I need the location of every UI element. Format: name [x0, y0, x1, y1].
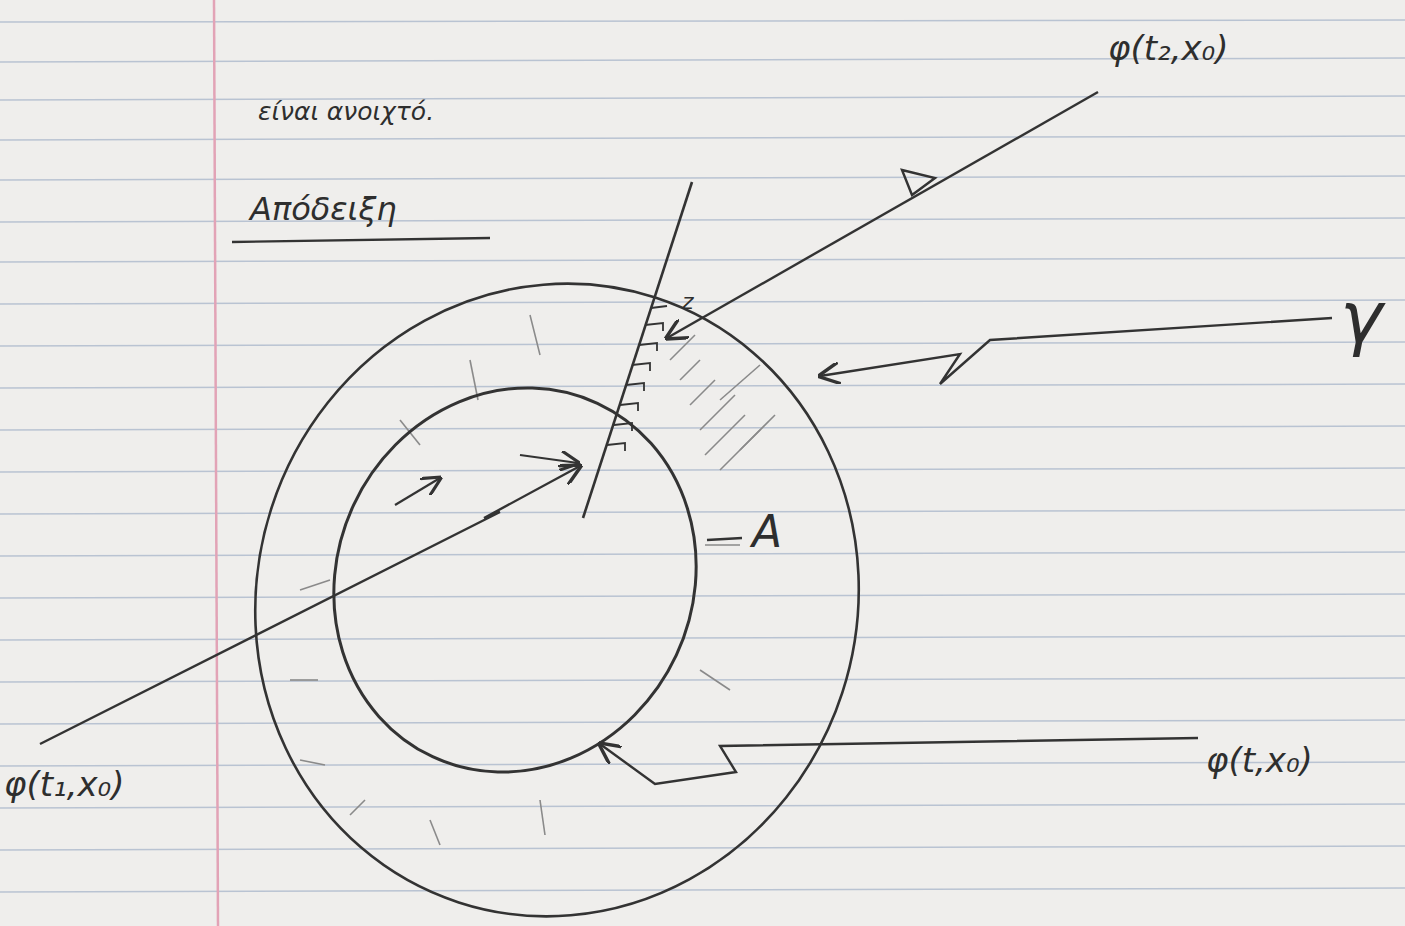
curve-label: γ — [1340, 278, 1383, 357]
ruled-lines — [0, 20, 1405, 892]
ticks — [607, 306, 667, 451]
curve-label: φ(t₂,x₀) — [1108, 30, 1228, 67]
transversal-line — [583, 182, 692, 518]
point-label: z — [682, 290, 694, 314]
note-text: είναι ανοιχτό. — [258, 98, 434, 126]
flow-arrows — [395, 455, 578, 505]
curve-label: φ(t₁,x₀) — [4, 766, 124, 803]
margin-line — [214, 0, 218, 926]
inner-curve — [271, 328, 758, 832]
orbit-sets — [173, 182, 940, 926]
region-label: A — [752, 508, 782, 556]
curve-label: φ(t,x₀) — [1206, 742, 1313, 779]
proof-heading: Απόδειξη — [250, 192, 397, 227]
outer-curve — [173, 205, 940, 926]
leader-arrows — [40, 92, 1332, 784]
heading-underline — [232, 238, 490, 242]
